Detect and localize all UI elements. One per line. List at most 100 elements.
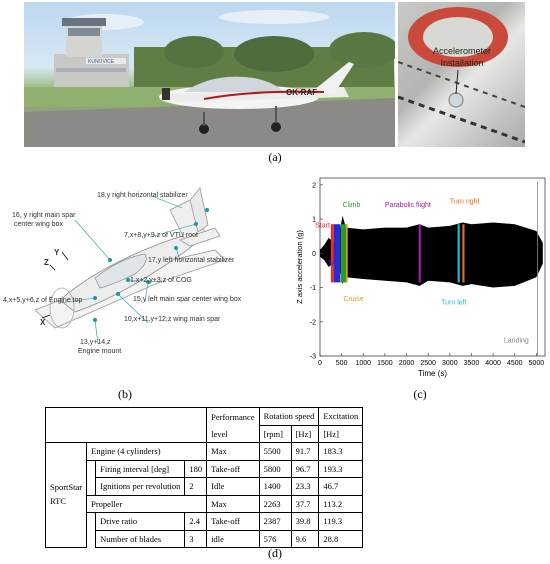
aircraft-name-line1: SportStar bbox=[50, 482, 83, 493]
y-tick-label: -1 bbox=[310, 285, 316, 292]
caption-b: (b) bbox=[118, 387, 132, 401]
level-cell: Max bbox=[206, 494, 260, 513]
header-level: level bbox=[206, 425, 260, 443]
label-7: 7,x+8,y+9,z of VTU root bbox=[124, 232, 198, 239]
aircraft-illustration: OK-RAF bbox=[159, 62, 354, 134]
label-4: 4,x+5,y+6,z of Engine top bbox=[3, 297, 83, 304]
phase-label-cruise: Cruise bbox=[343, 296, 363, 303]
hz-cell: 9.6 bbox=[290, 529, 320, 548]
phase-label-parabolic: Parabolic flight bbox=[385, 202, 431, 209]
level-cell: Take-off bbox=[206, 512, 260, 531]
excitation-cell: 46.7 bbox=[318, 477, 364, 496]
building-sign: KUNOVICE bbox=[88, 59, 115, 65]
rpm-cell: 1400 bbox=[258, 477, 292, 496]
y-tick-label: 0 bbox=[312, 251, 316, 258]
drive-ratio-value: 2.4 bbox=[184, 512, 208, 531]
label-18: 18,y right horizontal stabilizer bbox=[97, 192, 188, 199]
label-17: 17,y left horizontal stabilizer bbox=[148, 257, 235, 264]
x-tick-label: 3000 bbox=[442, 360, 458, 367]
accelerometer-photo: Accelerometer Installation bbox=[398, 2, 525, 147]
hz-cell: 39.8 bbox=[290, 512, 320, 531]
x-tick-label: 2000 bbox=[399, 360, 415, 367]
level-cell: Take-off bbox=[206, 459, 260, 478]
table-row: Number of blades 3 idle 576 9.6 28.8 bbox=[46, 529, 364, 548]
aircraft-name-cell: SportStar RTC bbox=[44, 442, 88, 548]
rotation-speed-table: Performance Rotation speed Excitation le… bbox=[44, 407, 364, 548]
table-row: Ignitions per revolution 2 Idle 1400 23.… bbox=[46, 477, 364, 496]
excitation-cell: 28.8 bbox=[318, 529, 364, 548]
label-16a: 16, y right main spar bbox=[12, 212, 76, 219]
table-header-row-2: level [rpm] [Hz] [Hz] bbox=[44, 424, 364, 443]
caption-a: (a) bbox=[268, 150, 282, 164]
label-15: 15,y left main spar center wing box bbox=[133, 296, 242, 303]
aircraft-photo: KUNOVICE OK-RAF bbox=[24, 2, 395, 147]
table-header-row-1: Performance Rotation speed Excitation bbox=[44, 407, 364, 426]
excitation-cell: 183.3 bbox=[318, 442, 364, 461]
hz-cell: 91.7 bbox=[290, 442, 320, 461]
aircraft-registration: OK-RAF bbox=[286, 88, 317, 97]
hz-cell: 23.3 bbox=[290, 477, 320, 496]
axis-z-label: Z bbox=[44, 258, 49, 267]
y-tick-label: 1 bbox=[312, 217, 316, 224]
header-rotation-speed: Rotation speed bbox=[258, 407, 320, 426]
level-cell: Max bbox=[206, 442, 260, 461]
ignitions-value: 2 bbox=[184, 477, 208, 496]
y-tick-label: 2 bbox=[312, 182, 316, 189]
excitation-cell: 193.3 bbox=[318, 459, 364, 478]
rpm-cell: 2263 bbox=[258, 494, 292, 513]
segment-climb bbox=[340, 224, 346, 283]
header-hz: [Hz] bbox=[290, 424, 320, 443]
caption-d: (d) bbox=[268, 546, 282, 560]
label-16b: center wing box bbox=[14, 221, 64, 228]
segment-turn_left bbox=[457, 224, 460, 283]
rpm-cell: 5800 bbox=[258, 459, 292, 478]
excitation-cell: 119.3 bbox=[318, 512, 364, 531]
x-tick-label: 2500 bbox=[420, 360, 436, 367]
axis-x-label: X bbox=[40, 318, 46, 327]
y-tick-label: -2 bbox=[310, 319, 316, 326]
label-10: 10,x+11,y+12,z wing main spar bbox=[124, 316, 221, 323]
level-cell: Idle bbox=[206, 477, 260, 496]
segment-parabolic bbox=[418, 224, 421, 283]
phase-label-turn_right: Turn right bbox=[450, 199, 480, 206]
drive-ratio-label: Drive ratio bbox=[95, 512, 186, 531]
table-row: SportStar RTC Engine (4 cylinders) Max 5… bbox=[44, 442, 364, 548]
header-performance: Performance bbox=[206, 407, 260, 425]
label-1: 1,x+2,y+3,z of COG bbox=[130, 277, 192, 284]
firing-interval-label: Firing interval [deg] bbox=[95, 459, 186, 478]
phase-label-landing: Landing bbox=[504, 337, 529, 344]
y-axis-label: Z axis acceleration (g) bbox=[295, 230, 304, 304]
segment-cruise bbox=[345, 224, 348, 283]
hz-cell: 96.7 bbox=[290, 459, 320, 478]
x-tick-label: 4500 bbox=[507, 360, 523, 367]
segment-start bbox=[330, 224, 334, 283]
level-cell: idle bbox=[206, 529, 260, 548]
x-tick-label: 1500 bbox=[377, 360, 393, 367]
segment-landing bbox=[537, 181, 539, 356]
header-excitation: Excitation bbox=[318, 407, 364, 426]
x-tick-label: 1000 bbox=[355, 360, 371, 367]
aircraft-name-line2: RTC bbox=[50, 496, 67, 506]
header-hz-excitation: [Hz] bbox=[318, 424, 364, 443]
header-rpm: [rpm] bbox=[258, 424, 292, 443]
rpm-cell: 576 bbox=[258, 529, 292, 548]
y-tick-label: -3 bbox=[310, 354, 316, 361]
table-row: Firing interval [deg] 180 Take-off 5800 … bbox=[46, 459, 364, 495]
table-row: Propeller Max 2263 37.7 113.2 bbox=[46, 494, 364, 513]
segment-taxi bbox=[333, 224, 341, 283]
propeller-label: Propeller bbox=[86, 494, 208, 513]
ignitions-label: Ignitions per revolution bbox=[95, 477, 186, 496]
segment-turn_right bbox=[462, 224, 465, 283]
x-tick-label: 0 bbox=[318, 360, 322, 367]
phase-label-climb: Climb bbox=[343, 202, 361, 209]
phase-label-turn_left: Turn left bbox=[441, 300, 466, 307]
caption-c: (c) bbox=[413, 387, 427, 401]
x-axis-label: Time (s) bbox=[418, 369, 447, 378]
hz-cell: 37.7 bbox=[290, 494, 320, 513]
annotation-line2: Installation bbox=[440, 58, 483, 68]
table-row: Drive ratio 2.4 Take-off 2387 39.8 119.3 bbox=[46, 512, 364, 548]
plot-frame bbox=[319, 177, 546, 357]
label-13a: 13,y+14,z bbox=[80, 339, 111, 346]
axis-y-label: Y bbox=[54, 248, 60, 257]
